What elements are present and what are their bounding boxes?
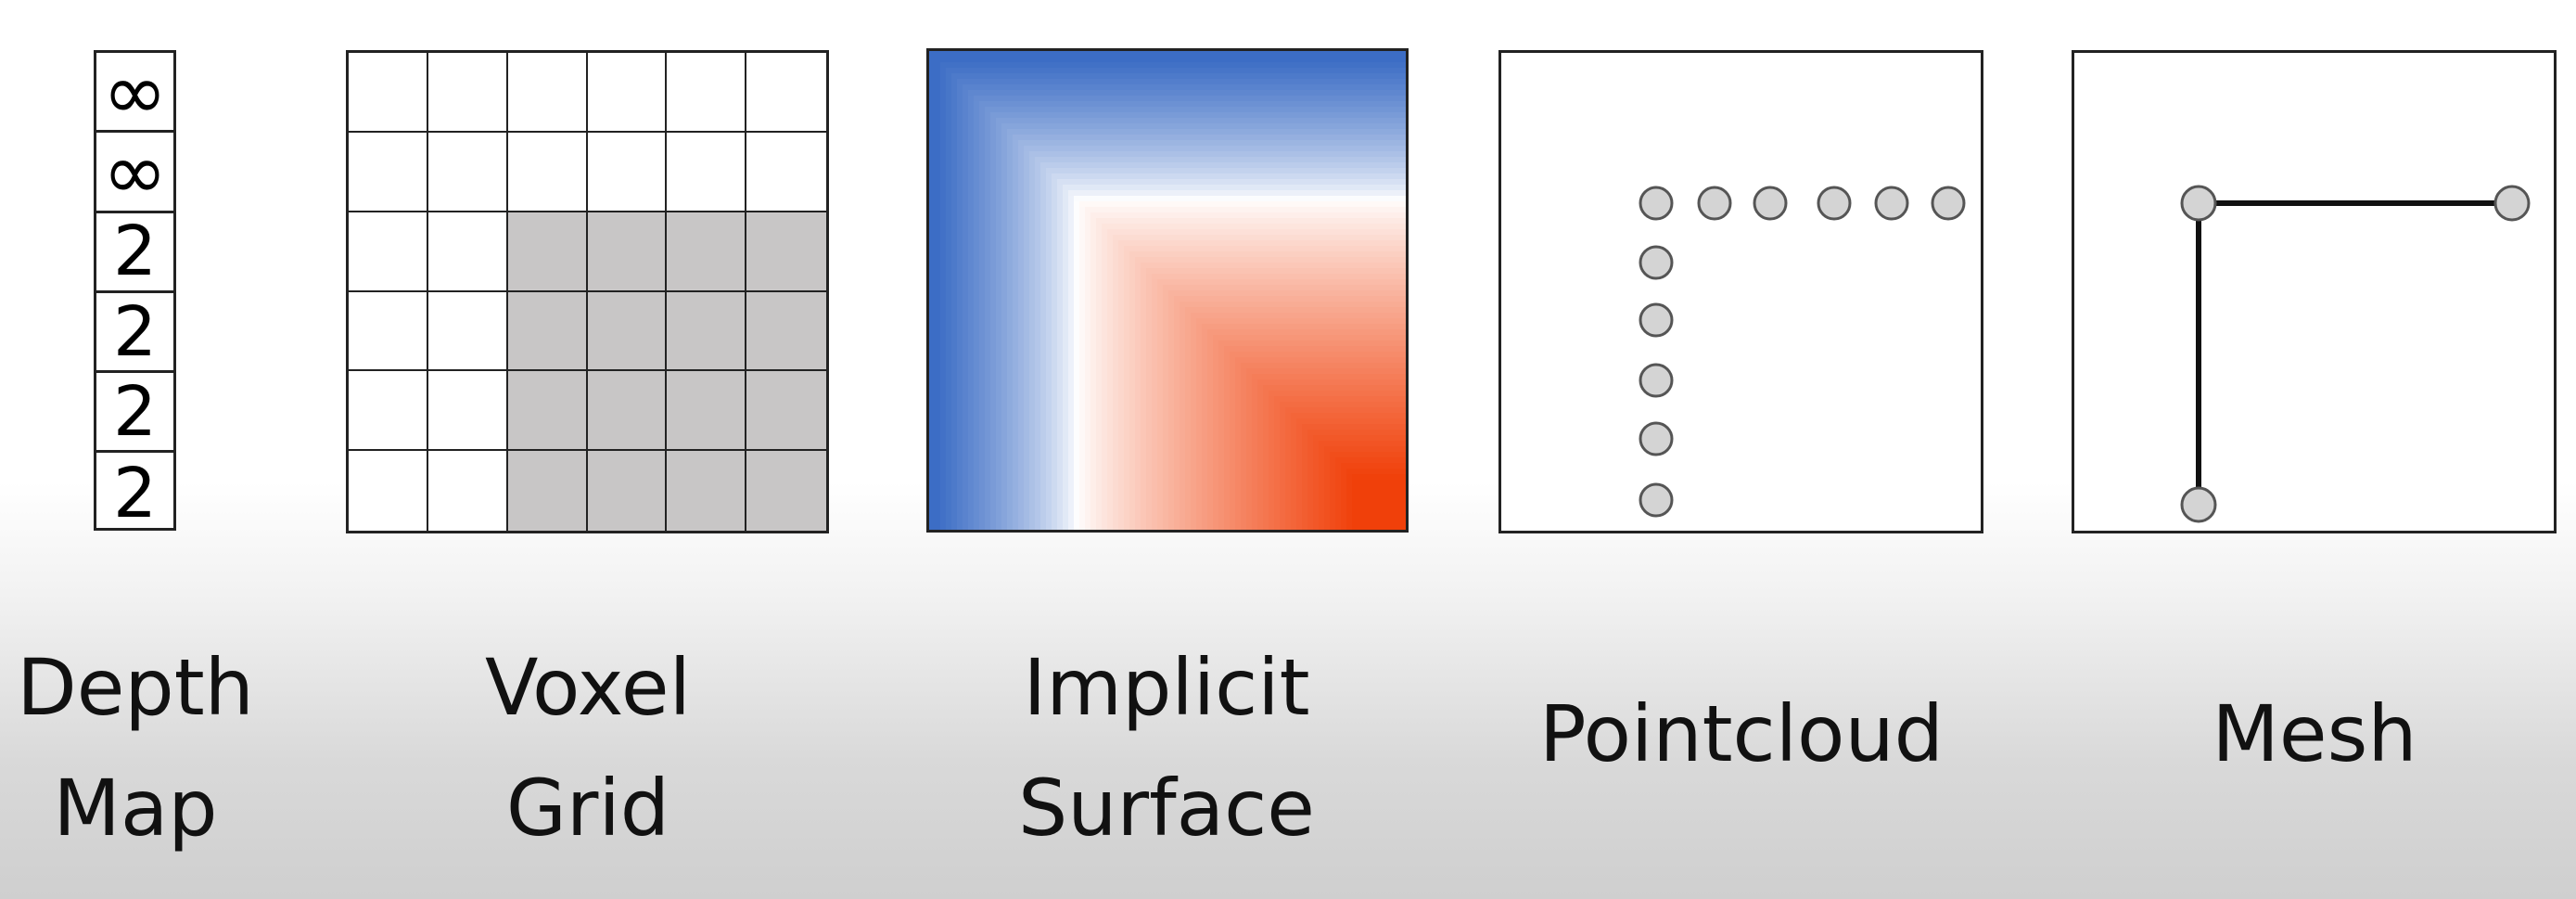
voxel-empty [427, 132, 508, 212]
mesh-vertex [2180, 486, 2217, 523]
pointcloud-panel [1498, 50, 1983, 533]
voxel-empty [427, 53, 508, 133]
implicit-surface-label-line-1: Implicit [1023, 642, 1310, 733]
voxel-empty [667, 53, 747, 133]
depth-cell: 2 [112, 453, 158, 533]
voxel-empty [746, 53, 826, 133]
voxel-empty [427, 212, 508, 292]
depth-map-column: ∞ ∞ 2 2 2 2 [94, 50, 176, 531]
depth-map-label: Depth Map [0, 627, 271, 868]
voxel-grid [346, 50, 829, 533]
point [1931, 186, 1966, 221]
voxel-filled [587, 291, 668, 372]
voxel-grid-label: Voxel Grid [402, 627, 773, 868]
voxel-empty [349, 212, 428, 292]
depth-map-label-line-2: Map [53, 763, 218, 854]
voxel-empty [507, 53, 588, 133]
point [1697, 186, 1732, 221]
depth-cell: ∞ [96, 53, 173, 134]
voxel-filled [667, 212, 747, 292]
mesh-vertex [2180, 185, 2217, 222]
depth-cell: 2 [96, 213, 173, 293]
pointcloud-label: Pointcloud [1463, 674, 2020, 794]
voxel-filled [746, 212, 826, 292]
voxel-filled [507, 291, 588, 372]
mesh-vertex [2493, 185, 2531, 222]
voxel-filled [667, 291, 747, 372]
voxel-empty [587, 132, 668, 212]
voxel-empty [349, 451, 428, 531]
voxel-grid-label-line-2: Grid [505, 763, 670, 854]
mesh-label-text: Mesh [2212, 688, 2417, 779]
pointcloud-label-text: Pointcloud [1538, 688, 1945, 779]
mesh-svg [2180, 185, 2531, 523]
mesh-label: Mesh [2129, 674, 2500, 794]
voxel-empty [587, 53, 668, 133]
voxel-empty [349, 291, 428, 372]
voxel-filled [507, 451, 588, 531]
voxel-empty [349, 53, 428, 133]
point [1639, 363, 1674, 398]
voxel-empty [427, 291, 508, 372]
implicit-surface-label-line-2: Surface [1017, 763, 1315, 854]
voxel-filled [667, 371, 747, 452]
voxel-empty [349, 132, 428, 212]
voxel-filled [507, 371, 588, 452]
voxel-empty [427, 371, 508, 452]
voxel-filled [746, 451, 826, 531]
voxel-filled [746, 291, 826, 372]
point [1639, 421, 1674, 456]
voxel-empty [427, 451, 508, 531]
voxel-filled [746, 371, 826, 452]
voxel-grid-label-line-1: Voxel [485, 642, 691, 733]
implicit-surface-label: Implicit Surface [981, 627, 1352, 868]
voxel-empty [349, 371, 428, 452]
voxel-filled [507, 212, 588, 292]
voxel-filled [587, 212, 668, 292]
point [1639, 245, 1674, 280]
depth-cell: ∞ [96, 133, 173, 213]
mesh-panel [2072, 50, 2557, 533]
depth-cell: 2 [96, 373, 173, 454]
depth-cell: 2 [96, 293, 173, 374]
voxel-empty [746, 132, 826, 212]
pointcloud-svg [1639, 186, 1966, 518]
implicit-surface-field [926, 48, 1409, 533]
depth-map-label-line-1: Depth [17, 642, 254, 733]
point [1753, 186, 1788, 221]
voxel-filled [667, 451, 747, 531]
voxel-filled [587, 371, 668, 452]
point [1639, 186, 1674, 221]
voxel-filled [587, 451, 668, 531]
point [1874, 186, 1909, 221]
voxel-empty [507, 132, 588, 212]
point [1817, 186, 1852, 221]
voxel-empty [667, 132, 747, 212]
point [1639, 482, 1674, 518]
implicit-surface-svg [929, 51, 1406, 530]
point [1639, 302, 1674, 338]
